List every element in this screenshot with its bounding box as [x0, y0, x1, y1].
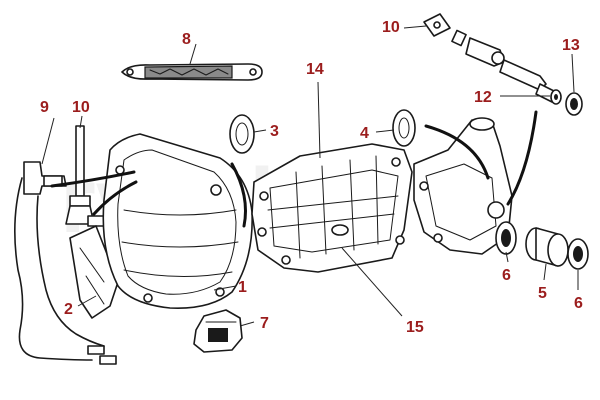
part-6a-seal	[495, 221, 517, 255]
part-2-bracket	[69, 225, 119, 319]
part-4-seal	[392, 109, 416, 147]
callout-12: 12	[474, 89, 492, 106]
part-11-speedo-drive	[423, 13, 557, 103]
part-5-bushing	[525, 227, 569, 267]
callout-9: 9	[40, 99, 49, 116]
part-7-mount	[193, 309, 243, 353]
callout-6b: 6	[574, 295, 583, 312]
callout-11: 10	[382, 19, 400, 36]
callout-3: 3	[270, 123, 279, 140]
callout-1: 1	[238, 279, 247, 296]
callout-4: 4	[360, 125, 369, 142]
callout-8: 8	[182, 31, 191, 48]
callout-10: 10	[72, 99, 90, 116]
callout-15: 15	[406, 319, 424, 336]
callout-14: 14	[306, 61, 324, 78]
part-6b-seal	[567, 238, 589, 270]
callout-7: 7	[260, 315, 269, 332]
assembly-arrows	[50, 110, 538, 228]
leader-lines	[41, 25, 579, 327]
part-8-strap	[121, 63, 263, 81]
callout-5: 5	[538, 285, 547, 302]
part-1-bell-housing	[102, 133, 253, 309]
callout-labels: 8 9 10 2 1 7 3 14 15 4 10 12 13 6 5 6	[40, 19, 583, 336]
callout-2: 2	[64, 301, 73, 318]
callout-13: 13	[562, 37, 580, 54]
part-12-washer	[550, 89, 562, 105]
part-13-cap	[565, 92, 583, 116]
part-14-gearbox-case	[251, 143, 413, 273]
rear-extension-housing	[413, 117, 513, 255]
part-3-seal	[229, 114, 255, 154]
callout-6a: 6	[502, 267, 511, 284]
